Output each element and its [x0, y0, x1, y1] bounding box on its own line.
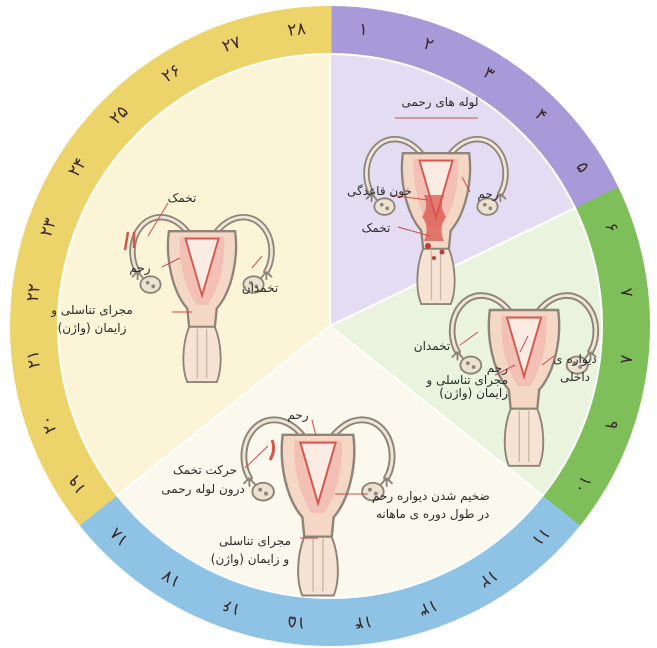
- label-vagina-follicular-line2: زایمان (واژن): [439, 386, 508, 401]
- label-wall-thickening-line2: در طول دوره ی ماهانه: [376, 507, 489, 522]
- label-fallopian-tubes: لوله های رحمی: [401, 95, 478, 110]
- label-egg-luteal: تخمک: [168, 191, 197, 205]
- label-uterus-luteal: رحم: [129, 261, 150, 276]
- day-number: ۲۲: [23, 282, 45, 302]
- label-ovary-luteal: تخمدان: [242, 281, 278, 295]
- label-uterus-menstrual: رحم: [477, 187, 498, 202]
- label-egg-menstrual: تخمک: [362, 221, 391, 235]
- label-inner-wall-line1: دیواره ی: [553, 352, 597, 367]
- day-number: ۱۴: [353, 611, 373, 633]
- label-wall-thickening-line1: ضخیم شدن دیواره رحم: [372, 489, 490, 504]
- label-egg-movement-line1: حرکت تخمک: [173, 463, 237, 478]
- label-vagina-luteal-line1: مجرای تناسلی و: [50, 303, 133, 318]
- label-uterus-ovulation: رحم: [287, 408, 308, 423]
- label-vagina-ovulation-line1: مجرای تناسلی: [219, 534, 291, 549]
- label-vagina-ovulation-line2: و زایمان (واژن): [211, 552, 289, 567]
- label-egg-movement-line2: درون لوله رحمی: [161, 482, 244, 497]
- day-number: ۲۸: [286, 19, 306, 41]
- label-inner-wall-line2: داخلی: [560, 370, 590, 384]
- day-number: ۲۱: [23, 349, 45, 369]
- label-menstrual-blood: خون قاعدگی: [347, 184, 412, 199]
- label-ovary-follicular: تخمدان: [414, 339, 450, 353]
- day-number: ۱۵: [286, 611, 306, 633]
- label-vagina-luteal-line2: زایمان (واژن): [58, 321, 127, 336]
